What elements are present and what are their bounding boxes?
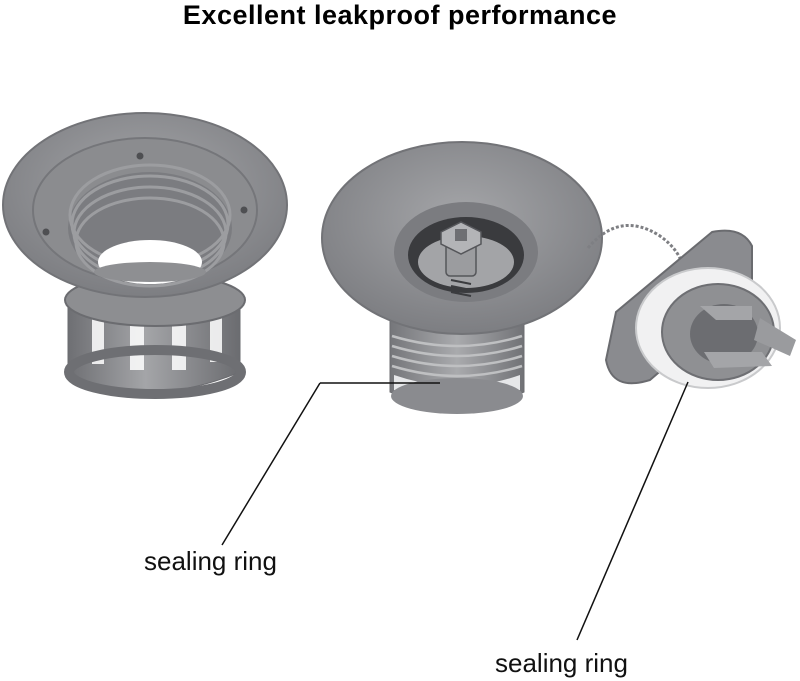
tether-cord	[586, 223, 686, 271]
valve-body-part	[321, 141, 603, 414]
valve-base-part	[2, 112, 288, 399]
sealing-ring-label-left: sealing ring	[144, 546, 277, 576]
leader-line-left	[221, 382, 321, 546]
sealing-ring-label-right: sealing ring	[495, 648, 628, 678]
valve-cap-part	[604, 229, 796, 389]
heading-title: Excellent leakproof performance	[182, 0, 618, 30]
leader-line-right	[576, 381, 689, 641]
